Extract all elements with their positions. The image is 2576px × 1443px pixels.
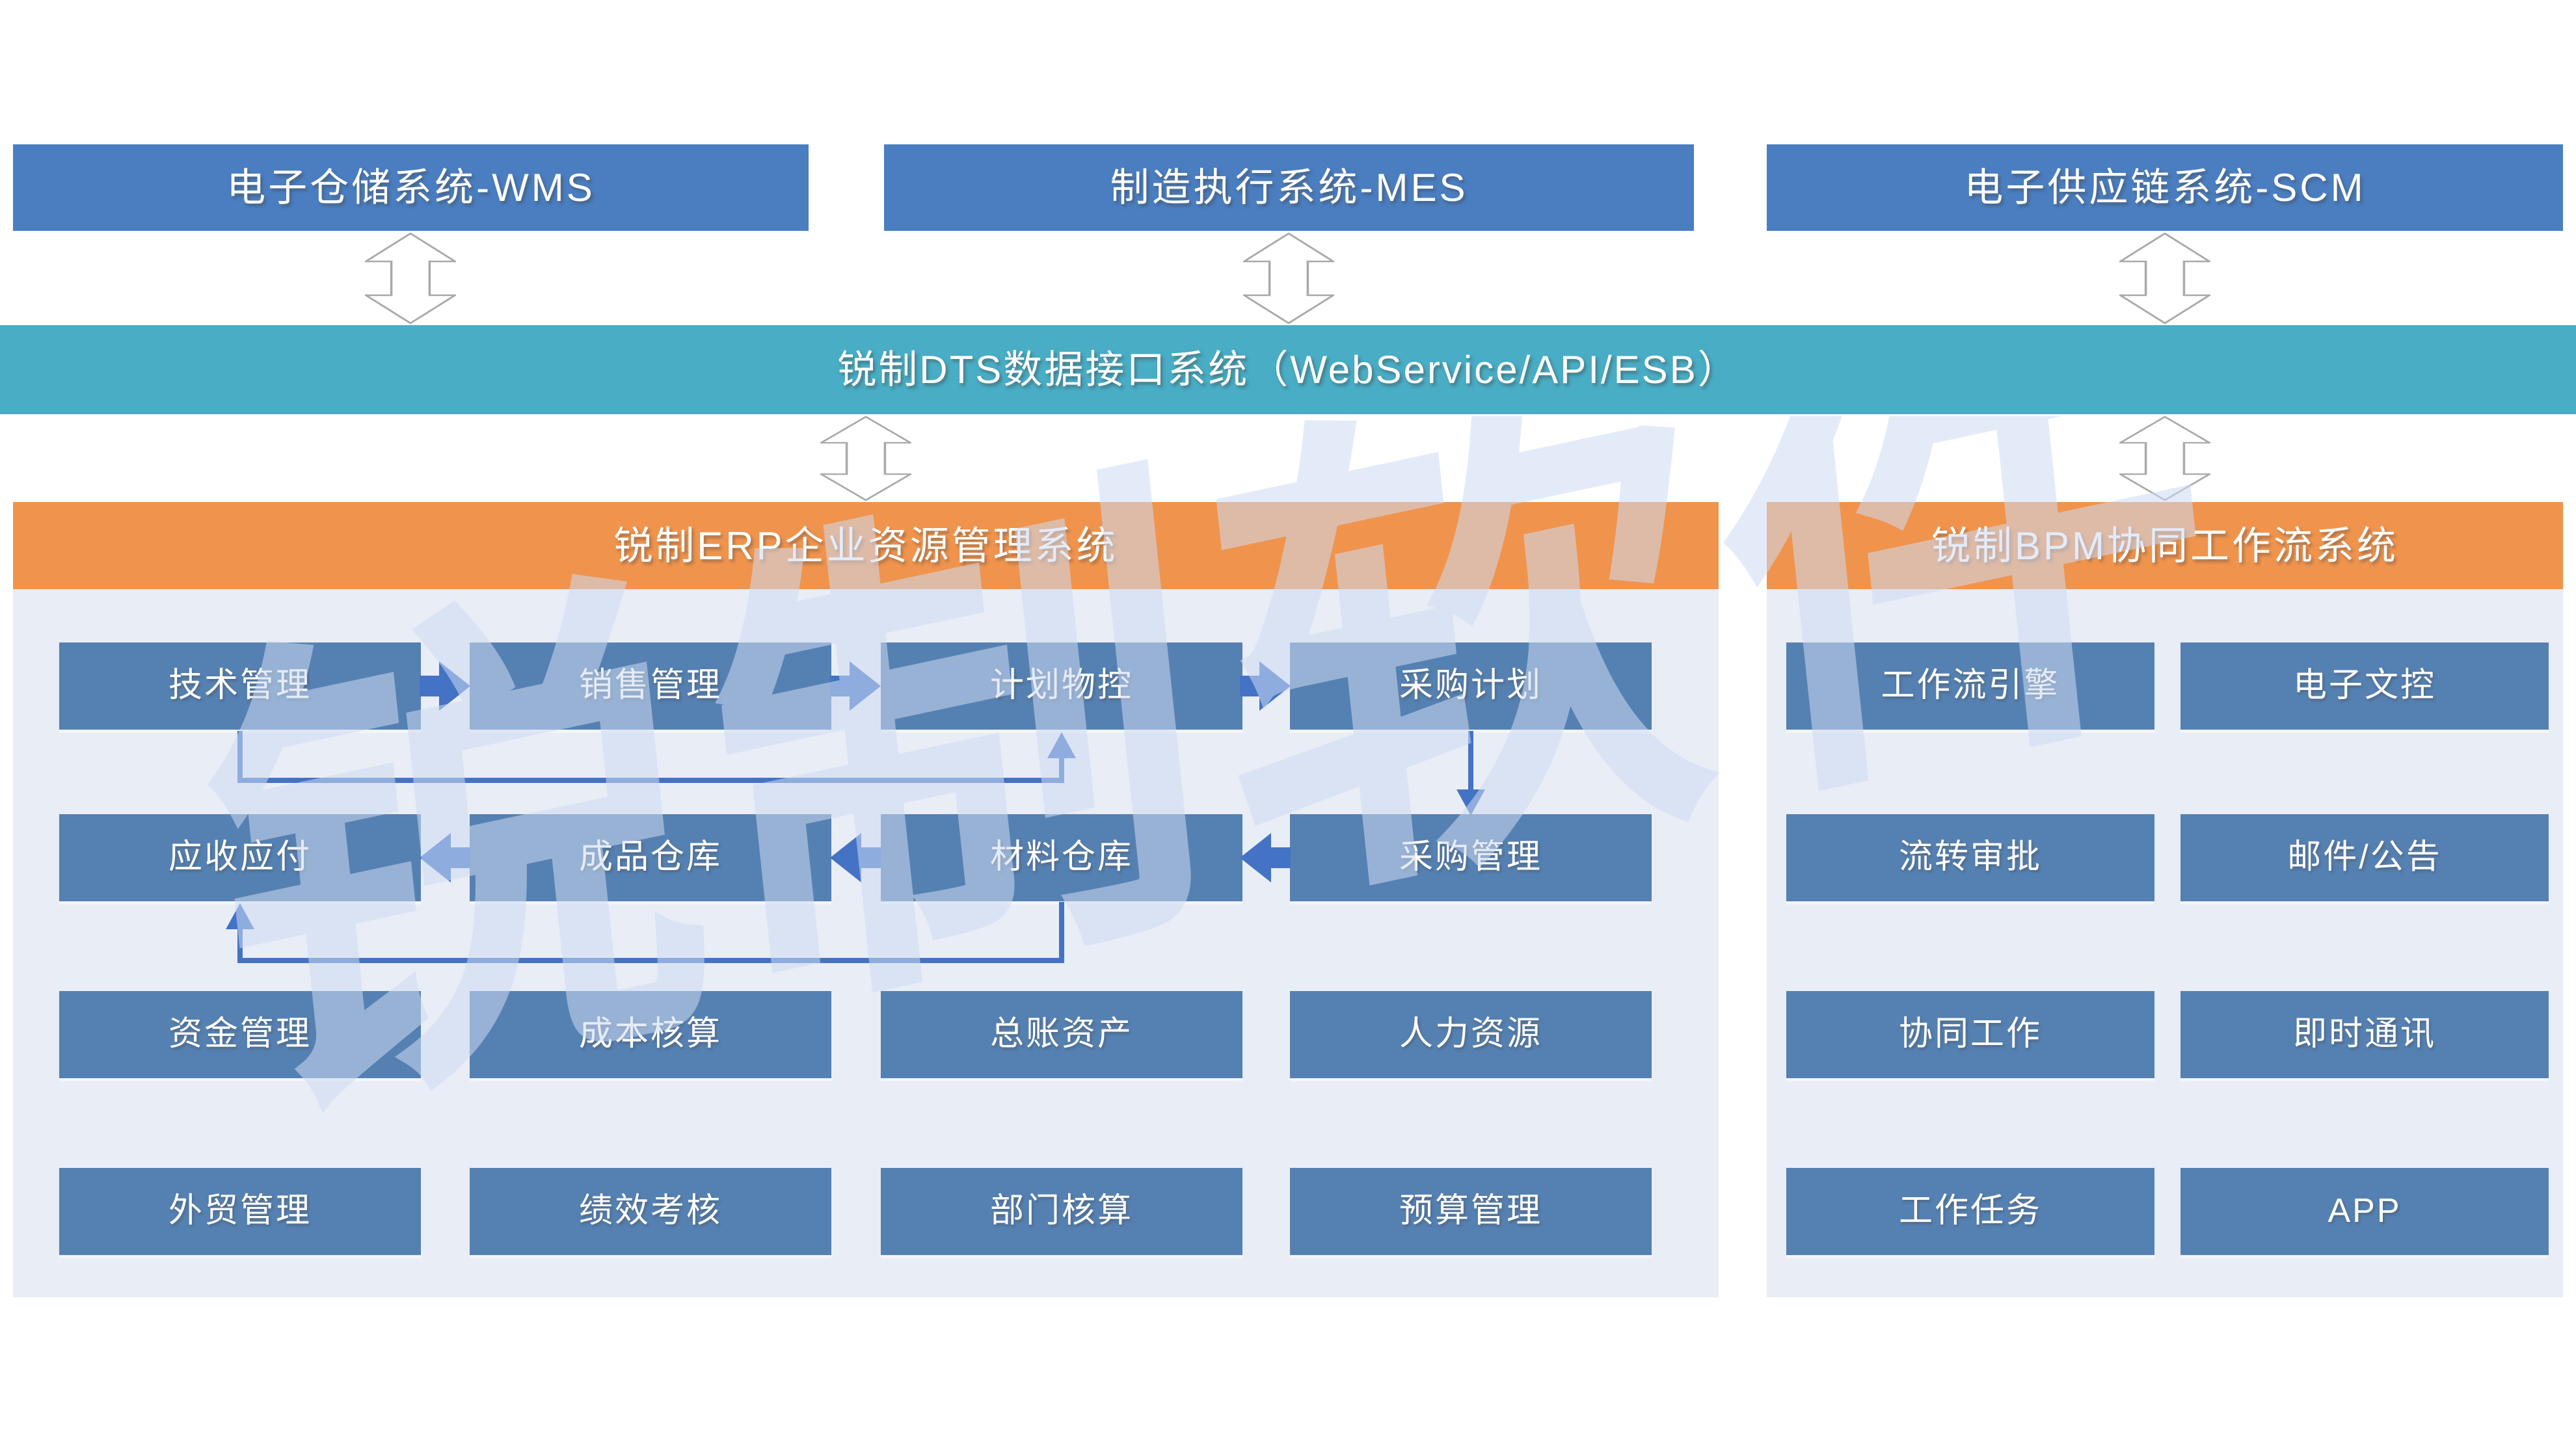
connector-line: [237, 778, 1064, 783]
connector-arrowhead-down-icon: [1456, 789, 1485, 815]
connector-arrowhead-up-icon: [226, 903, 254, 929]
erp-module-r1c2-label: 销售管理: [578, 667, 722, 705]
double-arrow-mes-dts-icon: [1243, 233, 1334, 324]
flow-arrow-left-icon: [420, 830, 470, 885]
flow-arrow-right-icon: [830, 659, 881, 713]
bpm-module-r2c1-label: 流转审批: [1898, 838, 2042, 877]
erp-module-r2c4-label: 采购管理: [1399, 838, 1542, 877]
bpm-module-r4c2-label: APP: [2328, 1192, 2402, 1230]
bpm-module-r1c1-label: 工作流引擎: [1881, 667, 2060, 705]
erp-module-r3c3-label: 总账资产: [989, 1015, 1133, 1053]
bpm-module-r2c2-label: 邮件/公告: [2287, 838, 2442, 877]
erp-module-r1c1: 技术管理: [59, 642, 421, 730]
top-system-mes: 制造执行系统-MES: [884, 144, 1694, 231]
erp-module-r4c4-label: 预算管理: [1399, 1192, 1542, 1230]
bpm-module-r2c2: 邮件/公告: [2180, 814, 2549, 901]
erp-module-r3c1: 资金管理: [59, 991, 421, 1078]
bpm-module-r3c2: 即时通讯: [2180, 991, 2549, 1078]
erp-module-r2c4: 采购管理: [1290, 814, 1652, 901]
erp-module-r3c2-label: 成本核算: [578, 1015, 722, 1053]
erp-module-r1c2: 销售管理: [470, 642, 831, 730]
erp-module-r4c2-label: 绩效考核: [578, 1192, 722, 1230]
top-system-mes-label: 制造执行系统-MES: [1110, 166, 1468, 209]
erp-module-r1c4: 采购计划: [1290, 642, 1652, 730]
erp-module-r3c2: 成本核算: [470, 991, 831, 1078]
erp-module-r4c1-label: 外贸管理: [168, 1192, 312, 1230]
erp-module-r2c2: 成品仓库: [470, 814, 831, 901]
top-system-scm-label: 电子供应链系统-SCM: [1964, 166, 2366, 209]
erp-module-r3c3: 总账资产: [881, 991, 1242, 1078]
flow-arrow-left-icon: [830, 830, 881, 885]
connector-line: [1059, 757, 1064, 783]
bpm-module-r4c1-label: 工作任务: [1898, 1192, 2042, 1230]
erp-module-r1c4-label: 采购计划: [1399, 667, 1542, 705]
erp-module-r2c1: 应收应付: [59, 814, 421, 901]
erp-module-r2c3-label: 材料仓库: [989, 838, 1133, 877]
erp-module-r1c1-label: 技术管理: [168, 667, 312, 705]
top-system-wms: 电子仓储系统-WMS: [13, 144, 809, 231]
erp-module-r4c2: 绩效考核: [470, 1168, 831, 1255]
bpm-module-r3c1: 协同工作: [1786, 991, 2154, 1078]
bpm-module-r4c2: APP: [2180, 1168, 2549, 1255]
erp-module-r1c3: 计划物控: [881, 642, 1242, 730]
top-system-wms-label: 电子仓储系统-WMS: [226, 166, 595, 209]
connector-line: [237, 958, 1064, 963]
bpm-module-r1c2: 电子文控: [2180, 642, 2549, 730]
bpm-module-r3c1-label: 协同工作: [1898, 1015, 2042, 1053]
flow-arrow-left-icon: [1240, 830, 1291, 885]
erp-module-r4c4: 预算管理: [1290, 1168, 1652, 1255]
double-arrow-wms-dts-icon: [365, 233, 456, 324]
bpm-panel-title: 锐制BPM协同工作流系统: [1931, 523, 2399, 568]
bpm-module-r2c1: 流转审批: [1786, 814, 2154, 901]
erp-module-r4c3: 部门核算: [881, 1168, 1242, 1255]
erp-module-r1c3-label: 计划物控: [989, 667, 1133, 705]
connector-line: [237, 928, 243, 958]
bpm-module-r1c1: 工作流引擎: [1786, 642, 2154, 730]
erp-module-r4c1: 外贸管理: [59, 1168, 421, 1255]
erp-module-r2c2-label: 成品仓库: [578, 838, 722, 877]
erp-module-r3c4: 人力资源: [1290, 991, 1652, 1078]
double-arrow-dts-erp-icon: [820, 416, 911, 501]
erp-module-r3c1-label: 资金管理: [168, 1015, 312, 1053]
double-arrow-scm-dts-icon: [2119, 233, 2210, 324]
connector-arrowhead-up-icon: [1047, 732, 1076, 758]
double-arrow-dts-bpm-icon: [2119, 416, 2210, 501]
connector-line: [1468, 731, 1473, 791]
bpm-module-r3c2-label: 即时通讯: [2292, 1015, 2436, 1053]
erp-module-r3c4-label: 人力资源: [1399, 1015, 1542, 1053]
top-system-scm: 电子供应链系统-SCM: [1767, 144, 2563, 231]
erp-module-r2c1-label: 应收应付: [168, 838, 312, 877]
erp-panel-title: 锐制ERP企业资源管理系统: [613, 523, 1118, 568]
connector-line: [1059, 902, 1064, 963]
bpm-module-r4c1: 工作任务: [1786, 1168, 2154, 1255]
dts-interface-label: 锐制DTS数据接口系统（WebService/API/ESB）: [837, 348, 1739, 391]
erp-module-r2c3: 材料仓库: [881, 814, 1242, 901]
erp-panel-header: 锐制ERP企业资源管理系统: [13, 502, 1719, 589]
flow-arrow-right-icon: [420, 659, 470, 713]
erp-module-r4c3-label: 部门核算: [989, 1192, 1133, 1230]
dts-interface-bar: 锐制DTS数据接口系统（WebService/API/ESB）: [0, 325, 2576, 414]
connector-line: [237, 731, 243, 783]
flow-arrow-right-icon: [1240, 659, 1291, 713]
bpm-module-r1c2-label: 电子文控: [2292, 667, 2436, 705]
bpm-panel-header: 锐制BPM协同工作流系统: [1767, 502, 2563, 589]
